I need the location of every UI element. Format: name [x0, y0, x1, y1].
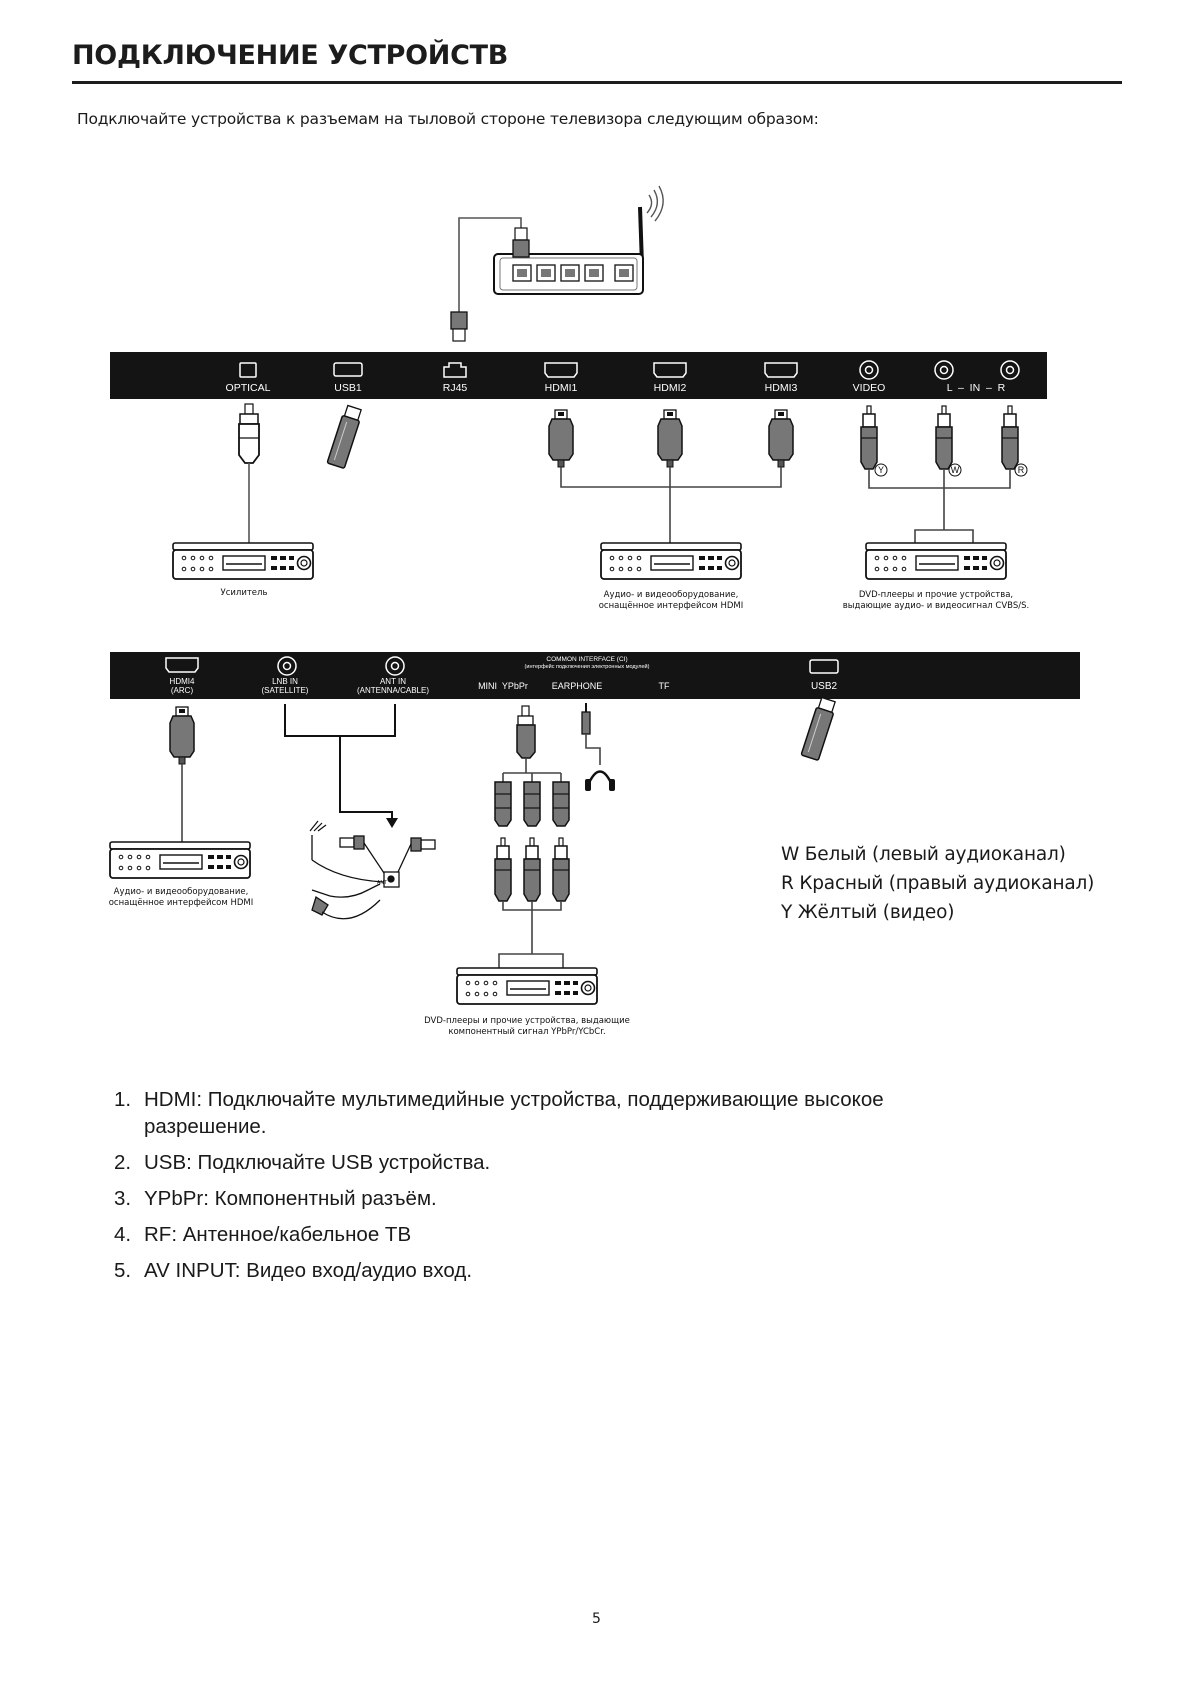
rj45-plug-router [512, 227, 530, 258]
list-item-number: 3. [114, 1187, 132, 1210]
hdmi-device-caption-1: Аудио- и видеооборудование, [604, 590, 739, 600]
list-item: 3. YPbPr: Компонентный разъём. [114, 1185, 974, 1212]
cvbs-device-caption-1: DVD-плееры и прочие устройства, [859, 590, 1013, 600]
port-label-lnb: LNB IN [272, 677, 298, 686]
rca-plug-right [1001, 405, 1019, 470]
bottom-panel-jacks [165, 656, 839, 676]
rca-marks: Y W R [874, 463, 1028, 477]
ci-label: COMMON INTERFACE (CI) [546, 656, 627, 663]
title-rule [72, 81, 1122, 84]
port-label-ant-cable: (ANTENNA/CABLE) [357, 686, 429, 695]
amplifier-caption: Усилитель [221, 588, 268, 598]
usb-stick-1 [326, 404, 364, 470]
router [493, 185, 664, 295]
cvbs-device [865, 542, 1007, 580]
list-item: 4. RF: Антенное/кабельное ТВ [114, 1221, 974, 1248]
component-device-caption-2: компонентный сигнал YPbPr/YCbCr. [448, 1027, 605, 1037]
rj45-plug-tv [450, 311, 468, 342]
notes-list: 1. HDMI: Подключайте мультимедийные устро… [114, 1086, 974, 1293]
svg-text:ANT: ANT [377, 880, 387, 886]
hdmi-device-caption-2: оснащённое интерфейсом HDMI [599, 601, 744, 611]
port-label-hdmi4: HDMI4 [170, 677, 195, 686]
ci-sublabel: (интерфейс подключения электронных модул… [525, 663, 650, 670]
list-item-number: 5. [114, 1259, 132, 1282]
cvbs-device-caption-2: выдающие аудио- и видеосигнал CVBS/S. [843, 601, 1029, 611]
list-item: 1. HDMI: Подключайте мультимедийные устро… [114, 1086, 974, 1140]
list-item-text: USB: Подключайте USB устройства. [144, 1151, 491, 1174]
rca-mark-w: W [951, 465, 960, 475]
antenna-bracket [284, 704, 396, 822]
port-label-hdmi3: HDMI3 [765, 382, 798, 394]
component-to-device-cable [498, 901, 564, 968]
hdmi-cable-tree [560, 467, 782, 543]
amplifier-device [172, 542, 314, 580]
top-panel-jacks [239, 360, 1020, 380]
hdmi-device-bottom [109, 841, 251, 879]
list-item: 5. AV INPUT: Видео вход/аудио вход. [114, 1257, 974, 1284]
list-item-number: 4. [114, 1223, 132, 1246]
antenna-splitter: ANT [309, 820, 436, 920]
port-label-audio-in: L – IN – R [947, 382, 1006, 394]
port-label-rj45: RJ45 [443, 382, 468, 394]
component-plugs [494, 837, 570, 902]
usb-stick-2 [800, 696, 838, 762]
port-label-usb1: USB1 [334, 382, 362, 394]
port-label-mini-ypbpr: MINI YPbPr [478, 681, 528, 691]
color-legend: W Белый (левый аудиоканал) R Красный (пр… [781, 840, 1094, 927]
headphones-icon [585, 770, 615, 791]
hdmi-plug-2 [657, 409, 683, 468]
hdmi-device-top [600, 542, 742, 580]
hdmi-device-bottom-caption-1: Аудио- и видеооборудование, [114, 887, 249, 897]
component-cable-tree [502, 758, 562, 782]
earphone-plug [581, 703, 601, 765]
page-title: ПОДКЛЮЧЕНИЕ УСТРОЙСТВ [72, 40, 508, 71]
component-socket-1 [494, 781, 512, 827]
hdmi-plug-4 [169, 706, 195, 765]
rca-plug-left [935, 405, 953, 470]
port-label-lnb-sat: (SATELLITE) [262, 686, 309, 695]
port-label-hdmi2: HDMI2 [654, 382, 687, 394]
port-label-hdmi4-arc: (ARC) [171, 686, 194, 695]
rca-plug-video [860, 405, 878, 470]
legend-item-red: R Красный (правый аудиоканал) [781, 873, 1095, 894]
intro-text: Подключайте устройства к разъемам на тыл… [77, 110, 819, 128]
optical-plug [238, 403, 260, 464]
component-device [456, 967, 598, 1005]
component-socket-2 [523, 781, 541, 827]
component-device-caption-1: DVD-плееры и прочие устройства, выдающие [424, 1016, 630, 1026]
component-socket-3 [552, 781, 570, 827]
hdmi-plug-3 [768, 409, 794, 468]
port-label-usb2: USB2 [811, 681, 838, 692]
mini-jack-plug [516, 705, 536, 759]
legend-item-yellow: Y Жёлтый (видео) [781, 902, 955, 923]
list-item-number: 1. [114, 1088, 132, 1111]
list-item: 2. USB: Подключайте USB устройства. [114, 1149, 974, 1176]
rca-mark-r: R [1018, 465, 1025, 475]
port-label-earphone: EARPHONE [552, 681, 603, 691]
bottom-panel [110, 652, 1080, 699]
network-cable [458, 217, 522, 312]
port-label-optical: OPTICAL [226, 382, 271, 394]
port-label-hdmi1: HDMI1 [545, 382, 578, 394]
legend-item-white: W Белый (левый аудиоканал) [781, 844, 1066, 865]
list-item-text: RF: Антенное/кабельное ТВ [144, 1223, 412, 1246]
hdmi-plug-1 [548, 409, 574, 468]
port-label-ant: ANT IN [380, 677, 406, 686]
list-item-text: YPbPr: Компонентный разъём. [144, 1187, 437, 1210]
list-item-number: 2. [114, 1151, 132, 1174]
list-item-text: HDMI: Подключайте мультимедийные устройс… [144, 1088, 884, 1138]
list-item-text: AV INPUT: Видео вход/аудио вход. [144, 1259, 473, 1282]
top-panel [110, 352, 1047, 399]
port-label-video: VIDEO [853, 382, 886, 394]
rca-cable-tree [868, 469, 1011, 543]
hdmi-device-bottom-caption-2: оснащённое интерфейсом HDMI [109, 898, 254, 908]
rca-mark-y: Y [878, 465, 884, 475]
page-number: 5 [592, 1611, 601, 1627]
port-label-tf: TF [659, 681, 670, 691]
